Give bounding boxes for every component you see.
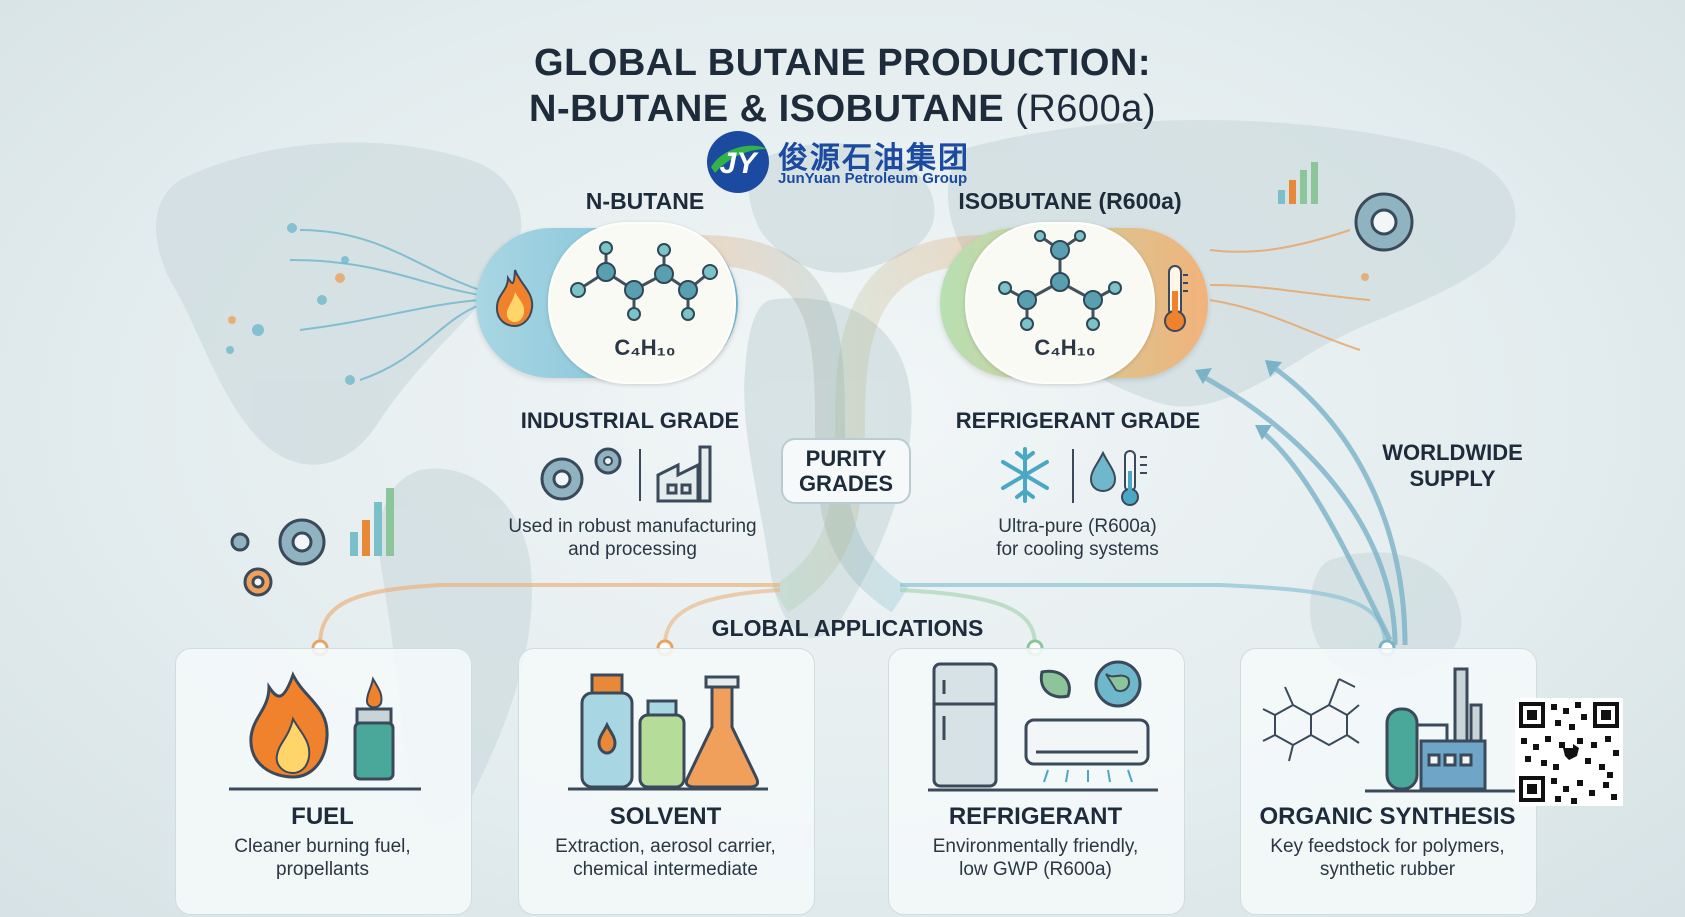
thermometer-icon <box>1160 263 1190 335</box>
n-butane-formula: C₄H₁₀ <box>614 335 676 360</box>
worldwide-supply-label: WORLDWIDE SUPPLY <box>1360 440 1545 492</box>
organic-synthesis-desc-2: synthetic rubber <box>1319 859 1456 880</box>
worldwide-line-2: SUPPLY <box>1409 466 1496 491</box>
solvent-title: SOLVENT <box>609 803 722 830</box>
global-applications-heading: GLOBAL APPLICATIONS <box>711 615 984 641</box>
gears-chart-decor-right <box>1278 162 1414 252</box>
purity-line-2: GRADES <box>798 471 894 496</box>
gears-chart-decor-left <box>230 488 394 597</box>
solvent-desc-2: chemical intermediate <box>573 859 758 880</box>
organic-synthesis-title: ORGANIC SYNTHESIS <box>1259 803 1516 830</box>
logo-chinese-name: 俊源石油集团 <box>778 142 970 175</box>
small-thermometer-icon <box>1121 450 1147 506</box>
solvent-illustration <box>568 673 768 791</box>
industrial-grade-desc-2: and processing <box>568 539 697 560</box>
fuel-title: FUEL <box>291 803 354 830</box>
fuel-illustration <box>229 671 421 791</box>
flame-icon <box>492 268 538 328</box>
svg-text:JY: JY <box>720 147 760 180</box>
factory-icon <box>656 445 712 503</box>
refrigerant-title: REFRIGERANT <box>948 803 1123 830</box>
title-line-2-light: (R600a) <box>1004 88 1156 130</box>
droplet-icon <box>1089 450 1117 493</box>
refrigerant-desc-1: Environmentally friendly, <box>932 836 1139 857</box>
purity-line-1: PURITY <box>805 446 887 471</box>
n-butane-molecule <box>570 241 718 321</box>
lighter-icon <box>353 676 395 781</box>
refrigerant-grade-desc-2: for cooling systems <box>996 539 1159 560</box>
industrial-grade-heading: INDUSTRIAL GRADE <box>520 408 740 433</box>
isobutane-molecule <box>998 230 1122 331</box>
refrigerant-grade-heading: REFRIGERANT GRADE <box>955 408 1201 433</box>
purity-grades-box: PURITY GRADES <box>781 438 911 504</box>
organic-synthesis-desc-1: Key feedstock for polymers, <box>1270 836 1505 857</box>
application-card-fuel <box>175 648 472 915</box>
title-line-1: GLOBAL BUTANE PRODUCTION: <box>534 42 1151 84</box>
fuel-desc-1: Cleaner burning fuel, <box>234 836 411 857</box>
industrial-grade-icons <box>530 445 730 505</box>
gears-icon <box>540 447 622 501</box>
title-line-2-bold: N-BUTANE & ISOBUTANE <box>529 88 1005 130</box>
worldwide-line-1: WORLDWIDE <box>1382 440 1523 465</box>
qr-code[interactable] <box>1515 698 1623 806</box>
isobutane-formula: C₄H₁₀ <box>1034 335 1096 360</box>
title-line-2: N-BUTANE & ISOBUTANE (R600a) <box>0 88 1685 131</box>
organic-synthesis-illustration <box>1262 667 1525 793</box>
industrial-grade-desc-1: Used in robust manufacturing <box>508 516 757 537</box>
refrigerant-grade-desc-1: Ultra-pure (R600a) <box>998 516 1157 537</box>
isobutane-heading: ISOBUTANE (R600a) <box>958 188 1182 214</box>
fuel-desc-2: propellants <box>276 859 369 880</box>
snowflake-icon <box>1001 447 1049 503</box>
refrigerant-illustration <box>928 660 1158 792</box>
solvent-desc-1: Extraction, aerosol carrier, <box>555 836 776 857</box>
refrigerant-grade-icons <box>995 445 1165 509</box>
junyuan-logo-icon: JY <box>703 127 773 197</box>
logo-english-name: JunYuan Petroleum Group <box>778 170 968 187</box>
n-butane-heading: N-BUTANE <box>585 188 705 214</box>
refrigerant-desc-2: low GWP (R600a) <box>959 859 1112 880</box>
isobutane-molecule-circle <box>965 222 1155 384</box>
n-butane-molecule-circle <box>548 222 736 384</box>
